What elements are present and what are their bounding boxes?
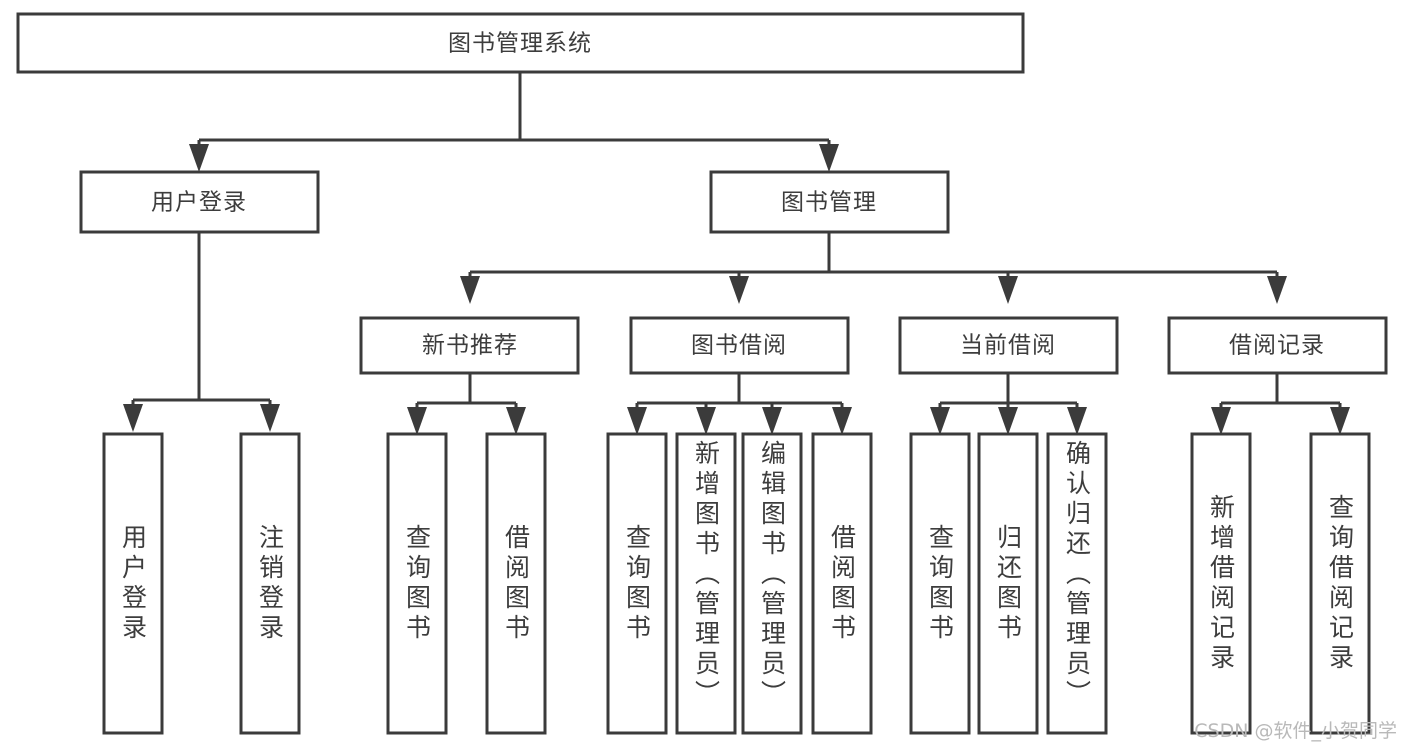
node-book-manage-label: 图书管理 [781,190,877,216]
connector-borrow-record-to-leaves [1219,373,1342,409]
node-current-borrow-label: 当前借阅 [960,333,1056,359]
node-leaf-query-book-3[interactable] [909,432,971,735]
node-root-label: 图书管理系统 [448,31,592,57]
node-leaf-query-book-2[interactable] [606,432,668,735]
arrow-root-to-user-login [189,144,209,172]
node-leaf-user-login[interactable] [102,432,164,735]
arrows-user-login-leaves [123,404,280,432]
node-new-book-recommend-label: 新书推荐 [422,333,518,359]
arrow-root-to-book-manage [819,144,839,172]
node-leaf-add-record[interactable] [1190,432,1252,735]
node-user-login[interactable]: 用户登录 [79,170,320,234]
node-leaf-confirm-return[interactable] [1046,432,1108,735]
connector-user-login-to-leaves [131,232,272,406]
arrows-new-book-recommend-leaves [407,407,526,435]
connector-current-borrow-to-leaves [938,373,1079,409]
arrows-borrow-record-leaves [1211,407,1350,435]
node-leaf-add-book[interactable] [675,432,737,735]
node-borrow-record-label: 借阅记录 [1229,333,1325,359]
arrows-book-manage-children [460,276,1287,304]
node-leaf-logout-login[interactable] [239,432,301,735]
node-book-borrow[interactable]: 图书借阅 [629,316,850,375]
node-current-borrow[interactable]: 当前借阅 [898,316,1119,375]
node-borrow-record[interactable]: 借阅记录 [1167,316,1388,375]
node-leaf-borrow-book-2[interactable] [811,432,873,735]
connector-book-borrow-to-leaves [635,373,844,409]
arrows-book-borrow-leaves [627,407,852,435]
node-book-borrow-label: 图书借阅 [691,333,787,359]
node-book-manage[interactable]: 图书管理 [709,170,950,234]
node-root[interactable]: 图书管理系统 [16,12,1025,74]
connector-root-to-level1 [197,72,831,146]
node-new-book-recommend[interactable]: 新书推荐 [359,316,580,375]
node-leaf-query-book-1[interactable] [386,432,448,735]
connector-book-manage-to-level2 [468,232,1279,278]
connector-new-book-recommend-to-leaves [415,373,518,409]
node-leaf-return-book[interactable] [977,432,1039,735]
node-user-login-label: 用户登录 [151,190,247,216]
node-leaf-borrow-book-1[interactable] [485,432,547,735]
node-leaf-edit-book[interactable] [741,432,803,735]
node-leaf-query-record[interactable] [1309,432,1371,735]
arrows-current-borrow-leaves [930,407,1087,435]
